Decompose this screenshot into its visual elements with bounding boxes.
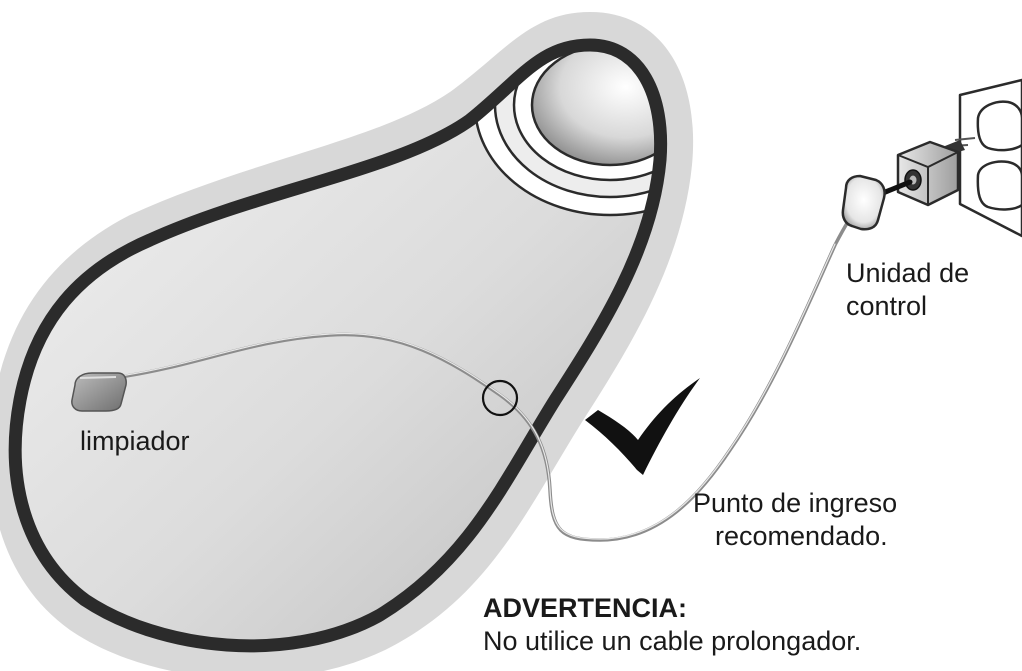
pool-water <box>15 45 661 646</box>
cleaner-label: limpiador <box>80 426 190 456</box>
check-mark-icon <box>585 378 700 475</box>
control-unit-label-line1: Unidad de <box>846 258 970 288</box>
entry-point-label-line1: Punto de ingreso <box>693 488 898 518</box>
control-unit-label-line2: control <box>846 291 928 321</box>
cleaner-icon <box>71 372 127 412</box>
warning-text: No utilice un cable prolongador. <box>483 626 862 656</box>
warning-note: ADVERTENCIA: No utilice un cable prolong… <box>483 592 861 658</box>
entry-point-label: Punto de ingreso recomendado. <box>693 487 897 553</box>
pool-coping <box>8 38 668 653</box>
control-unit-label: Unidad de control <box>846 257 969 323</box>
entry-point-label-line2: recomendado. <box>715 521 888 551</box>
wall-outlet-icon <box>958 78 1022 238</box>
plug-adapter-icon <box>896 137 976 207</box>
entry-point-circle-icon <box>481 379 519 417</box>
control-unit-icon <box>841 174 886 231</box>
warning-title: ADVERTENCIA: <box>483 593 688 623</box>
